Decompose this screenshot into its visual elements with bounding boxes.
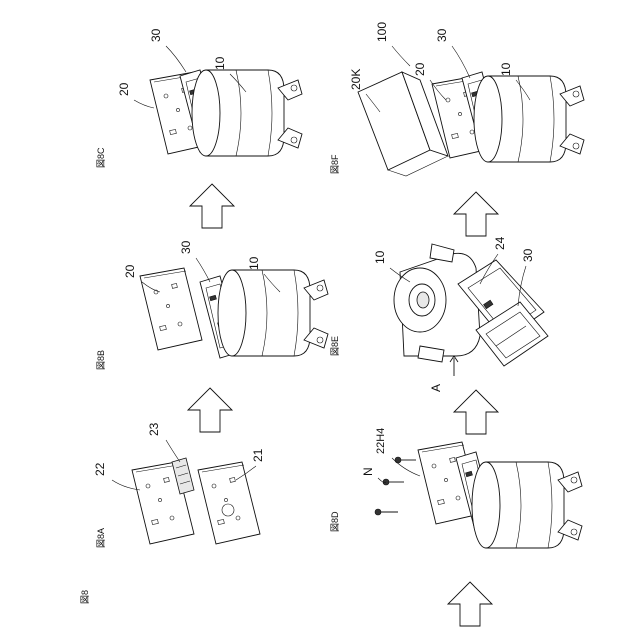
panel-8d: 図8D N 22H4 [330,428,582,548]
panel-8b: 図8B 20 30 10 [96,240,328,370]
figure-label: 図8 [80,590,90,604]
panel-8a-leader-23 [166,440,180,462]
panel-8d-motor [472,462,582,548]
panel-8b-ref-10: 10 [247,256,261,270]
panel-8d-ref-22h4: 22H4 [375,428,387,454]
step-arrow-c-to-d [448,582,492,626]
panel-8d-ref-n: N [361,467,375,476]
panel-8e: 図8E A 10 24 30 [330,236,548,392]
panel-8f-leader-30 [452,46,470,78]
panel-8e-ref-a: A [429,384,443,392]
panel-8e-ref-30: 30 [521,248,535,262]
panel-8f-ref-100: 100 [375,22,389,42]
panel-8c-label: 図8C [96,147,106,168]
panel-8f-label: 図8F [330,154,340,174]
panel-8f-leader-100 [392,46,410,66]
panel-8e-label: 図8E [330,336,340,356]
panel-8b-motor-10 [218,270,328,356]
panel-8a: 図8A 22 23 21 [93,422,265,548]
panel-8b-ref-30: 30 [179,240,193,254]
panel-8f-ref-30: 30 [435,28,449,42]
panel-8d-label: 図8D [330,511,340,532]
panel-8c-motor-10 [192,70,302,156]
panel-8e-direction-arrow-a [450,356,458,376]
panel-8a-label: 図8A [96,528,106,548]
panel-8f-ref-20: 20 [413,62,427,76]
panel-8b-ref-20: 20 [123,264,137,278]
panel-8f-motor-10 [474,76,584,162]
panel-8b-label: 図8B [96,350,106,370]
panel-8e-ref-24: 24 [493,236,507,250]
panel-8c: 図8C 20 30 10 [96,28,302,168]
step-arrow-b-to-c [190,184,234,228]
panel-8b-leader-30 [196,258,210,282]
panel-8c-ref-10: 10 [213,56,227,70]
panel-8f-ref-10: 10 [499,62,513,76]
panel-8a-board-21 [198,462,260,544]
panel-8a-ref-23: 23 [147,422,161,436]
step-arrow-e-to-f [454,192,498,236]
panel-8c-ref-20: 20 [117,82,131,96]
step-arrow-a-to-b [188,388,232,432]
panel-8f: 図8F 100 20K 20 30 10 [330,22,584,176]
panel-8c-leader-20 [134,100,154,108]
panel-8a-ref-22: 22 [93,462,107,476]
panel-8c-leader-30 [166,46,186,72]
panel-8b-board-20 [140,268,202,350]
step-arrow-d-to-e [454,390,498,434]
panel-8e-motor-10 [394,244,480,362]
panel-8d-screws [375,457,416,515]
panel-8e-ref-10: 10 [373,250,387,264]
panel-8a-ref-21: 21 [251,448,265,462]
panel-8f-ref-20k: 20K [349,69,363,90]
panel-8c-ref-30: 30 [149,28,163,42]
